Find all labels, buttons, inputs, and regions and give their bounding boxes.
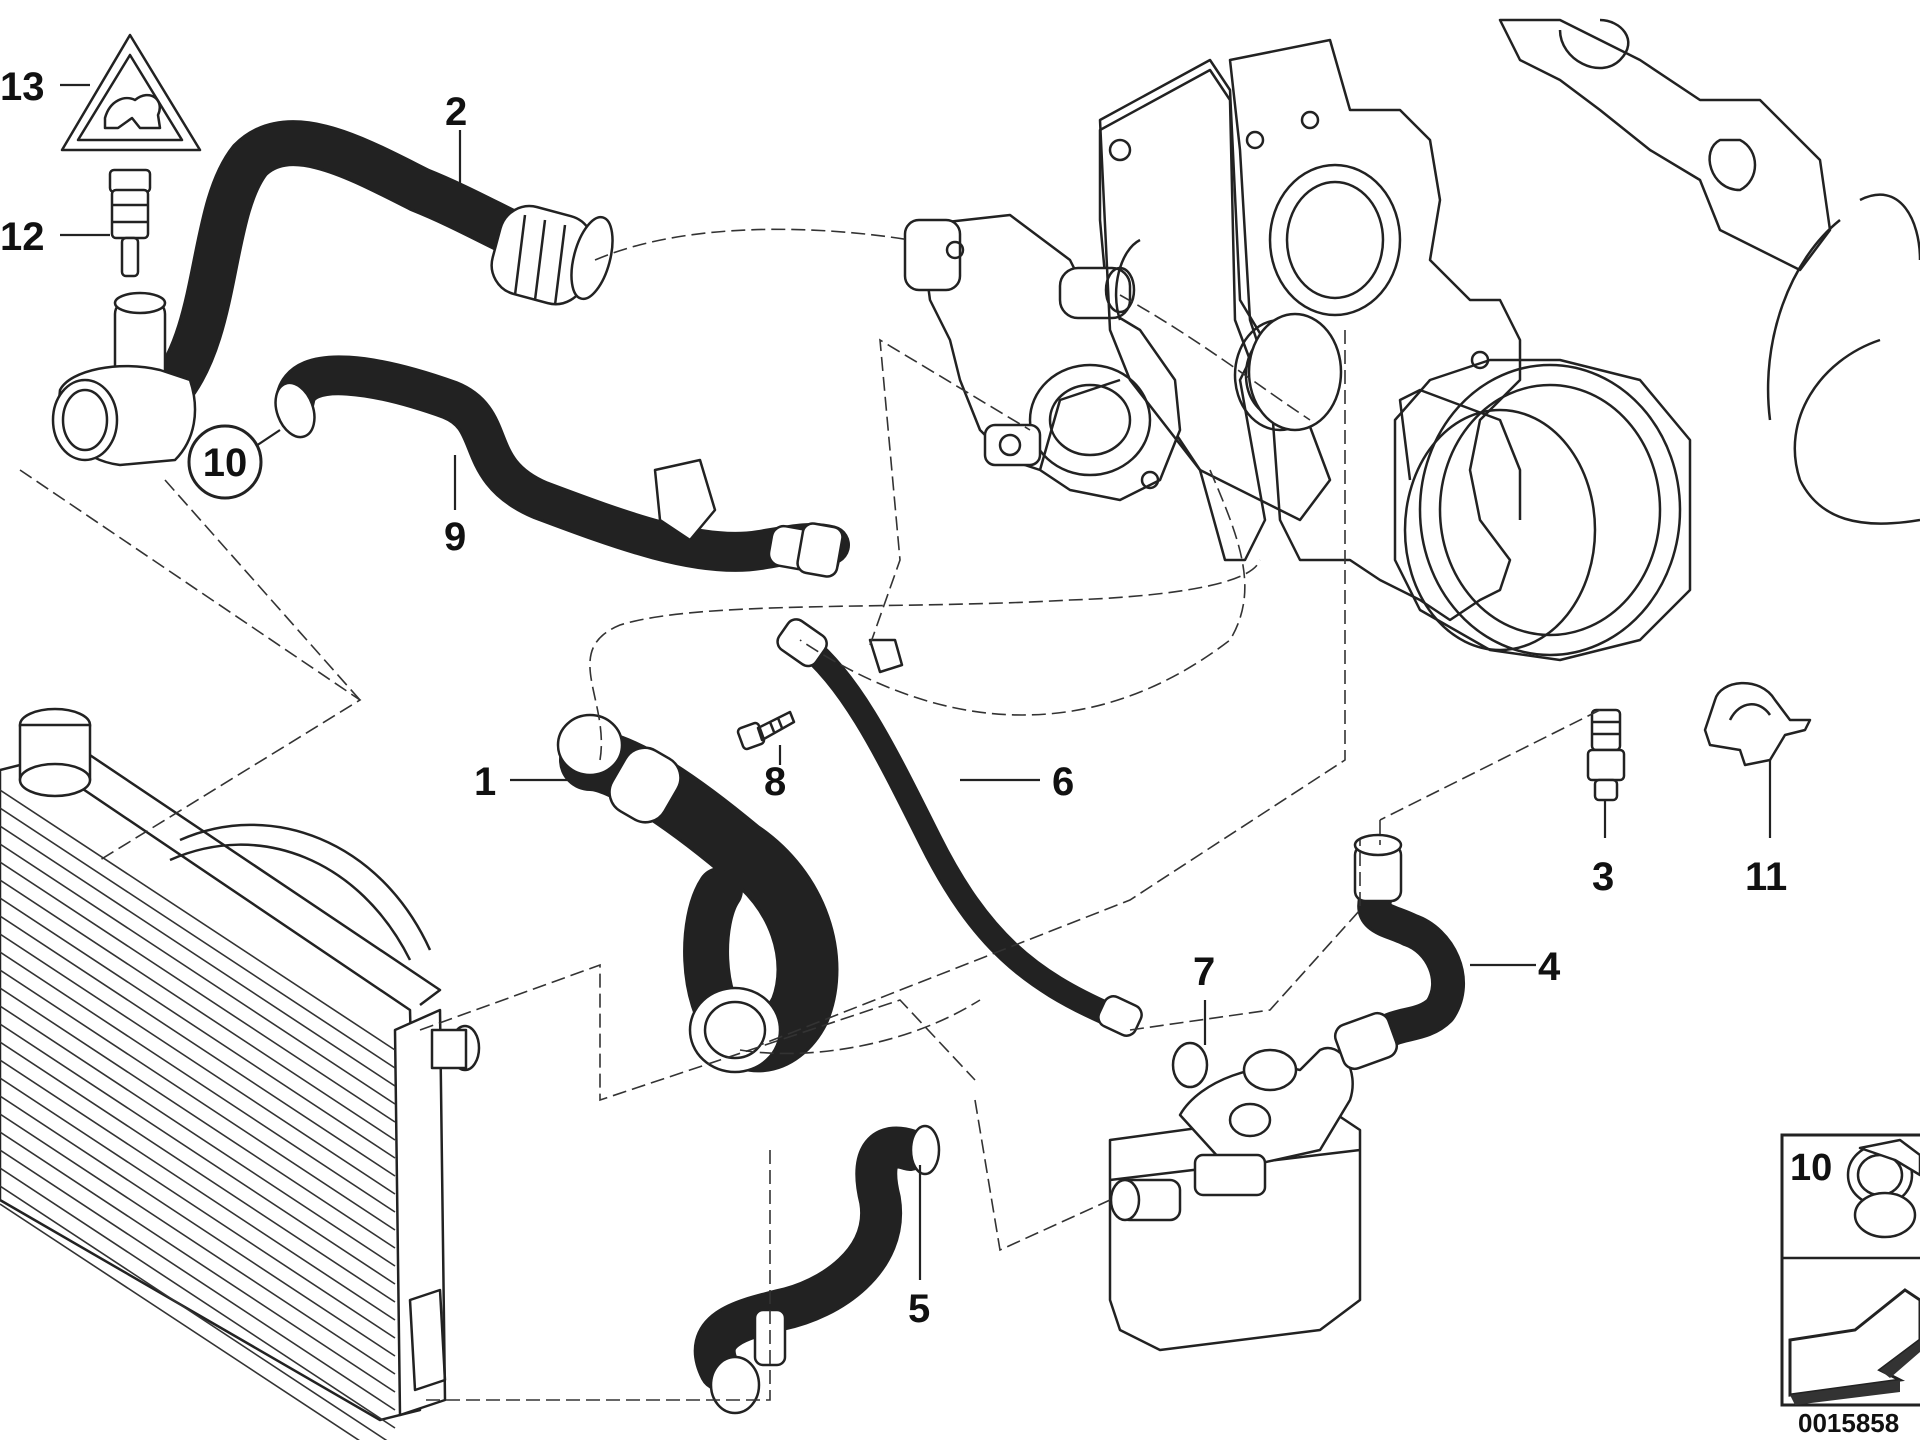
connection-lines (19, 228, 1601, 1401)
radiator-fin (0, 1185, 388, 1440)
label-6: 6 (1052, 760, 1074, 804)
radiator-fin (0, 825, 396, 1087)
radiator-fin (0, 1023, 396, 1285)
label-3: 3 (1592, 855, 1614, 899)
radiator-fin (0, 1149, 396, 1411)
expansion-tank-housing (1108, 1046, 1362, 1352)
label-12: 12 (0, 215, 45, 259)
radiator-fin (0, 1077, 396, 1339)
warning-triangle-13 (60, 33, 202, 152)
radiator-fin (0, 807, 396, 1069)
temperature-sensor-12 (108, 168, 152, 278)
seal-ring-7 (1171, 1041, 1209, 1089)
hose-5 (693, 1124, 941, 1415)
label-13: 13 (0, 65, 45, 109)
label-9: 9 (444, 515, 466, 559)
radiator-fin (0, 1041, 396, 1303)
radiator-fin (0, 1131, 396, 1393)
label-10: 10 (203, 441, 248, 485)
diagram-code: 0015858 (1798, 1408, 1899, 1438)
radiator-fin (0, 789, 396, 1051)
direction-arrow-icon (1788, 1288, 1920, 1405)
hose-9 (274, 355, 850, 578)
radiator-fin (0, 1203, 360, 1440)
label-4: 4 (1538, 945, 1561, 989)
hose-clip-11 (1703, 681, 1812, 767)
part-labels: 13 12 2 10 9 1 8 6 7 4 3 11 5 (0, 65, 1787, 1331)
hose-1 (556, 713, 839, 1074)
radiator-fins (0, 789, 396, 1440)
radiator-fin (0, 861, 396, 1123)
label-5: 5 (908, 1287, 930, 1331)
inset-label-10: 10 (1790, 1147, 1832, 1189)
hose-2 (147, 120, 614, 413)
leader-lines (60, 83, 1772, 1280)
hose-junction-piece (51, 291, 197, 467)
label-8: 8 (764, 760, 786, 804)
hose-6 (776, 618, 1143, 1037)
radiator-fin (0, 897, 396, 1159)
label-1: 1 (474, 760, 496, 804)
bleeder-screw-3 (1586, 708, 1626, 802)
radiator-fin (0, 969, 396, 1231)
label-2: 2 (445, 90, 467, 134)
hose-clamp-icon (1846, 1138, 1920, 1239)
timing-housing-ring (1393, 358, 1692, 662)
hose-4 (1333, 833, 1465, 1071)
label-11: 11 (1745, 855, 1787, 899)
engine-upper-right-outline (1498, 18, 1920, 525)
inset-box: 10 0015858 (1780, 1133, 1920, 1438)
front-cover-plate (1098, 58, 1332, 522)
label-7: 7 (1193, 950, 1215, 994)
radiator-fin (0, 1005, 396, 1267)
label-10-circle (187, 424, 263, 500)
radiator-fin (0, 843, 396, 1105)
radiator (0, 707, 481, 1440)
radiator-fin (0, 987, 396, 1249)
radiator-fin (0, 879, 396, 1141)
thermostat-water-pump (903, 213, 1182, 502)
radiator-fin (0, 915, 396, 1177)
radiator-fin (0, 1095, 396, 1357)
radiator-fin (0, 933, 396, 1195)
radiator-fin (0, 1059, 396, 1321)
radiator-fin (0, 1113, 396, 1375)
radiator-fin (0, 951, 396, 1213)
radiator-fin (0, 1167, 396, 1429)
bolt-8 (736, 710, 796, 751)
seal-ring (1247, 312, 1343, 432)
